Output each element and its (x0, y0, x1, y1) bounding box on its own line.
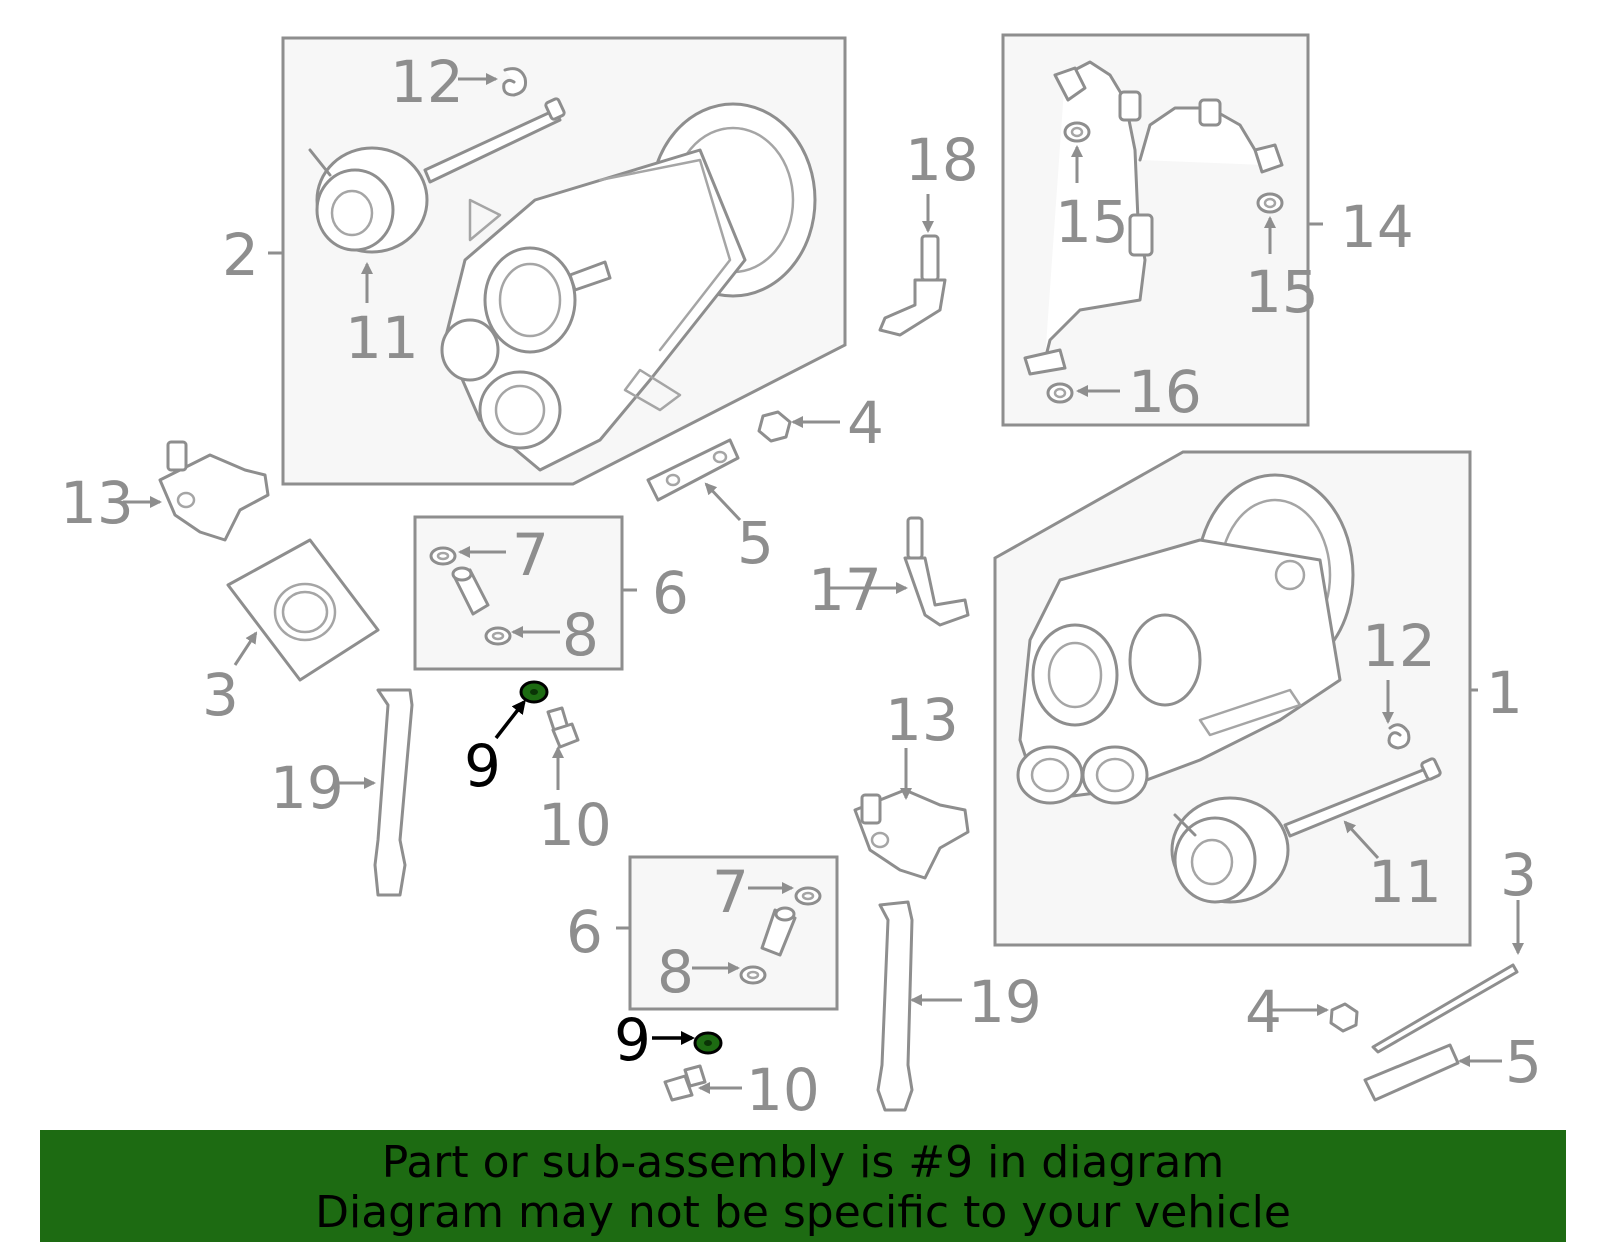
callout-18: 18 (905, 126, 979, 194)
bolt-10-upper (546, 706, 580, 749)
turbocharger-upper (440, 102, 817, 472)
assembly-box-6-upper (413, 515, 624, 671)
callout-9-lower: 9 (614, 1006, 651, 1074)
leader-lines (123, 73, 1524, 1094)
washer-15-left (1063, 121, 1091, 143)
callout-7-lower: 7 (712, 858, 749, 926)
info-banner: Part or sub-assembly is #9 in diagram Di… (40, 1130, 1566, 1242)
callout-9-upper: 9 (464, 732, 501, 800)
bolt-upper-kit (451, 566, 490, 616)
banner-line-1: Part or sub-assembly is #9 in diagram (381, 1137, 1225, 1188)
bolt-10-lower (663, 1064, 707, 1102)
callout-14: 14 (1340, 193, 1414, 261)
gasket-3-right (1371, 963, 1519, 1054)
callout-4-upper: 4 (847, 389, 884, 457)
callout-4-lower: 4 (1245, 978, 1282, 1046)
callout-19-right: 19 (968, 968, 1042, 1036)
gasket-3-left (226, 538, 380, 682)
callout-7-upper: 7 (512, 521, 549, 589)
oil-line-19-left (373, 688, 414, 897)
callout-6-lower: 6 (566, 898, 603, 966)
seal-9-lower[interactable] (693, 1031, 723, 1055)
coolant-lines (1023, 60, 1284, 376)
callout-5-upper: 5 (737, 509, 774, 577)
callout-10-upper: 10 (538, 791, 612, 859)
washer-16 (1046, 382, 1074, 404)
washer-8-lower (739, 965, 767, 985)
assembly-box-6-lower (628, 855, 839, 1011)
callout-11-lower: 11 (1368, 848, 1442, 916)
sensor-18 (878, 234, 947, 337)
banner-line-2: Diagram may not be specific to your vehi… (315, 1187, 1291, 1238)
washer-8-upper (484, 626, 512, 646)
callout-1: 1 (1486, 659, 1523, 727)
callout-labels: 2 11 12 1 12 11 14 15 15 16 18 4 5 13 3 … (60, 48, 1542, 1124)
callout-15-right: 15 (1245, 258, 1319, 326)
nut-4-upper (757, 410, 792, 443)
callout-13-right: 13 (885, 686, 959, 754)
leader-lines-9 (494, 699, 695, 1045)
wastegate-actuator-upper (308, 97, 566, 254)
callout-19-left: 19 (270, 754, 344, 822)
sensor-17 (903, 516, 970, 627)
bracket-5-upper (646, 438, 740, 502)
callout-3-right: 3 (1500, 841, 1537, 909)
clip-12-upper (502, 67, 527, 97)
callout-12-lower: 12 (1362, 612, 1436, 680)
water-pump-13-right (853, 788, 970, 880)
callout-12-upper: 12 (390, 48, 464, 116)
washer-7-upper (429, 546, 457, 566)
callout-11-upper: 11 (345, 304, 419, 372)
callout-13-left: 13 (60, 469, 134, 537)
callout-10-lower: 10 (746, 1056, 820, 1124)
callout-6-upper: 6 (652, 559, 689, 627)
bolt-lower-kit (760, 906, 797, 957)
callout-15-left: 15 (1055, 188, 1129, 256)
washer-7-lower (794, 886, 822, 906)
callout-17: 17 (808, 556, 882, 624)
seal-9-upper[interactable] (519, 680, 549, 704)
callout-8-upper: 8 (562, 601, 599, 669)
callout-5-lower: 5 (1505, 1028, 1542, 1096)
turbocharger-lower (1016, 473, 1355, 805)
callout-2: 2 (222, 221, 259, 289)
washer-15-right (1256, 192, 1284, 214)
callout-3-left: 3 (202, 661, 239, 729)
clip-12-lower (1387, 723, 1411, 750)
nut-4-lower (1329, 1002, 1359, 1033)
callout-8-lower: 8 (657, 938, 694, 1006)
bracket-5-lower (1363, 1043, 1460, 1102)
oil-line-19-right (876, 900, 914, 1112)
wastegate-actuator-lower (1170, 757, 1442, 904)
callout-16: 16 (1128, 358, 1202, 426)
water-pump-13-left (158, 440, 270, 542)
